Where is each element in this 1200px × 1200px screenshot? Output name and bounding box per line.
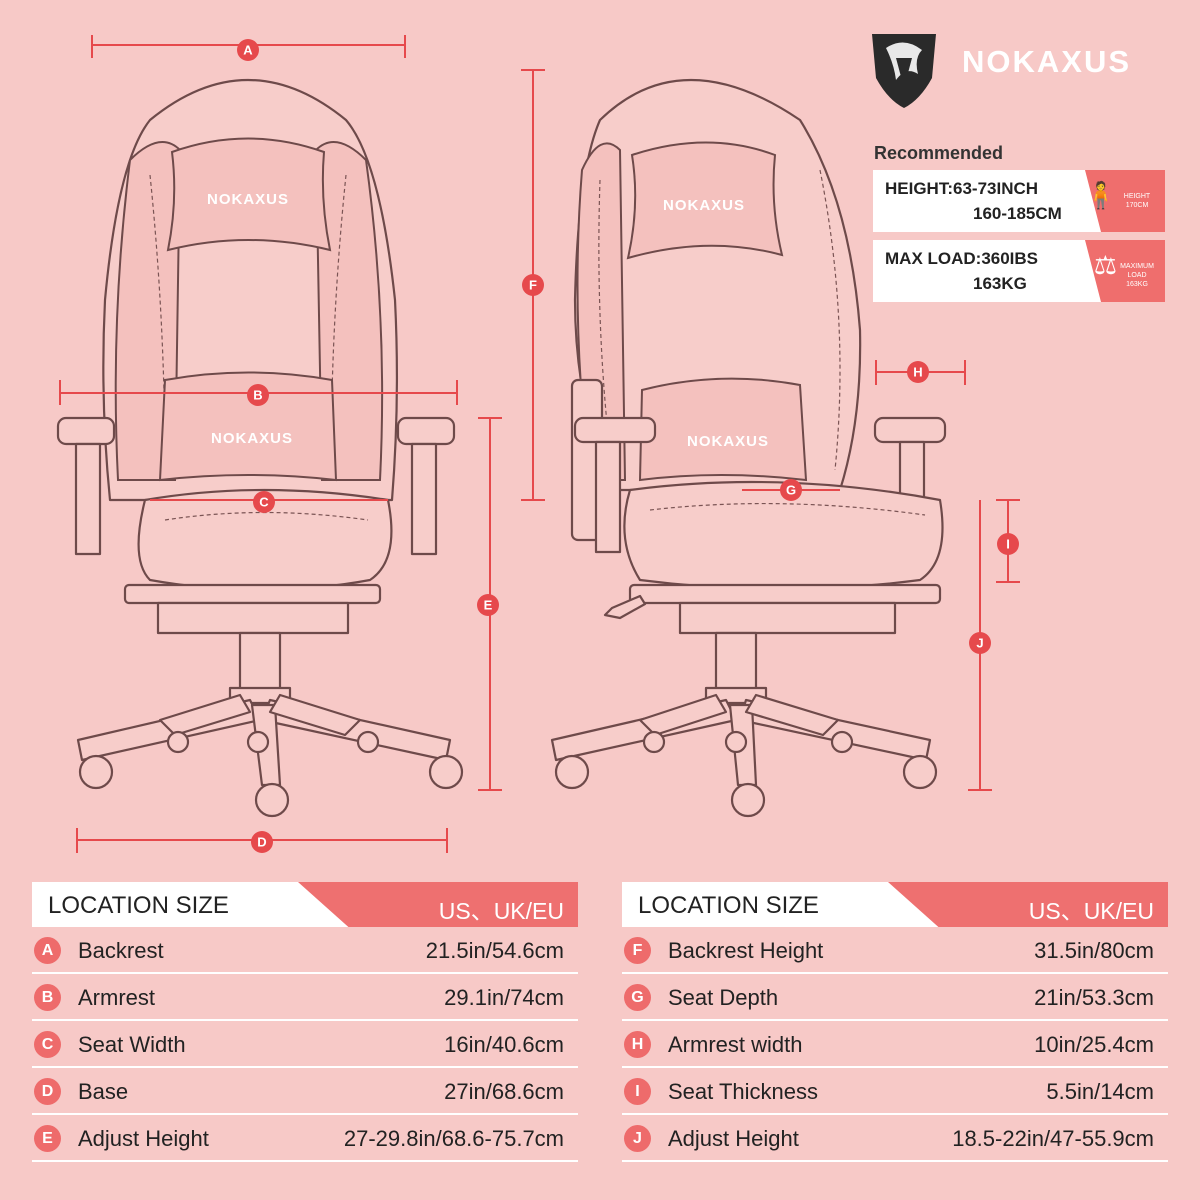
table-title: LOCATION SIZE — [638, 892, 819, 919]
row-label: Seat Width — [78, 1032, 186, 1057]
row-letter: C — [34, 1031, 61, 1058]
height-line2: 160-185CM — [973, 204, 1062, 223]
row-value: 18.5-22in/47-55.9cm — [952, 1126, 1154, 1151]
row-value: 16in/40.6cm — [444, 1032, 564, 1057]
table-row: J Adjust Height 18.5-22in/47-55.9cm — [622, 1115, 1168, 1162]
row-value: 29.1in/74cm — [444, 985, 564, 1010]
svg-text:A: A — [243, 43, 253, 58]
dim-marker-g: G — [780, 479, 802, 501]
row-label: Base — [78, 1079, 129, 1104]
table-row: H Armrest width 10in/25.4cm — [622, 1021, 1168, 1068]
lumbar-brand-text: NOKAXUS — [211, 430, 293, 447]
row-letter: B — [34, 984, 61, 1011]
dim-marker-d: D — [251, 831, 273, 853]
row-letter: F — [624, 937, 651, 964]
headrest-brand-text: NOKAXUS — [207, 191, 289, 208]
svg-text:C: C — [259, 495, 269, 510]
table-row: F Backrest Height 31.5in/80cm — [622, 927, 1168, 974]
side-headrest-brand-text: NOKAXUS — [663, 197, 745, 214]
row-letter: G — [624, 984, 651, 1011]
row-label: Armrest width — [668, 1032, 803, 1057]
load-badge-text: MAXIMUM LOAD 163KG — [1120, 263, 1154, 288]
size-table-right: LOCATION SIZE US、UK/EU F Backrest Height 3… — [622, 882, 1168, 1162]
dim-marker-f: F — [522, 274, 544, 296]
recommended-title: Recommended — [874, 143, 1004, 163]
svg-text:D: D — [257, 835, 266, 850]
row-letter: H — [624, 1031, 651, 1058]
row-letter: D — [34, 1078, 61, 1105]
height-line1: HEIGHT:63-73INCH — [885, 179, 1039, 198]
recommended-load-box: MAX LOAD:360IBS 163KG ⚖ MAXIMUM LOAD 163… — [873, 240, 1165, 302]
row-value: 10in/25.4cm — [1034, 1032, 1154, 1057]
size-table-left: LOCATION SIZE US、UK/EU A Backrest 21.5in/5… — [32, 882, 578, 1162]
row-label: Seat Thickness — [668, 1079, 819, 1104]
table-row: E Adjust Height 27-29.8in/68.6-75.7cm — [32, 1115, 578, 1162]
table-row: G Seat Depth 21in/53.3cm — [622, 974, 1168, 1021]
dim-marker-e: E — [477, 594, 499, 616]
region-badge: US、UK/EU — [298, 882, 578, 927]
dragon-shield-icon — [872, 34, 936, 108]
region-label: US、UK/EU — [1028, 898, 1154, 924]
dim-marker-j: J — [969, 632, 991, 654]
table-header: LOCATION SIZE US、UK/EU — [622, 882, 1168, 927]
svg-text:J: J — [976, 636, 983, 651]
height-badge: 🧍 HEIGHT 170CM — [1084, 170, 1165, 232]
row-label: Backrest — [78, 938, 164, 963]
row-letter: I — [624, 1078, 651, 1105]
svg-text:H: H — [913, 365, 922, 380]
row-label: Adjust Height — [78, 1126, 209, 1151]
load-line2: 163KG — [973, 274, 1027, 293]
load-line1: MAX LOAD:360IBS — [885, 249, 1039, 268]
dim-marker-i: I — [997, 533, 1019, 555]
row-value: 21in/53.3cm — [1034, 985, 1154, 1010]
row-letter: J — [624, 1125, 651, 1152]
region-badge: US、UK/EU — [888, 882, 1168, 927]
row-letter: E — [34, 1125, 61, 1152]
row-label: Seat Depth — [668, 985, 779, 1010]
row-value: 27in/68.6cm — [444, 1079, 564, 1104]
row-label: Adjust Height — [668, 1126, 799, 1151]
row-value: 27-29.8in/68.6-75.7cm — [343, 1126, 564, 1151]
dim-marker-b: B — [247, 384, 269, 406]
row-value: 21.5in/54.6cm — [425, 938, 564, 963]
recommended-height-box: HEIGHT:63-73INCH 160-185CM 🧍 HEIGHT 170C… — [873, 170, 1165, 232]
svg-text:G: G — [786, 483, 796, 498]
weight-icon: ⚖ — [1093, 250, 1117, 280]
person-height-icon: 🧍 — [1084, 180, 1117, 210]
front-chair: NOKAXUS NOKAXUS — [56, 78, 464, 818]
svg-text:F: F — [529, 278, 537, 293]
side-lumbar-brand-text: NOKAXUS — [687, 433, 769, 450]
table-title: LOCATION SIZE — [48, 892, 229, 919]
table-row: D Base 27in/68.6cm — [32, 1068, 578, 1115]
dim-marker-c: C — [253, 491, 275, 513]
row-label: Armrest — [78, 985, 155, 1010]
dim-marker-a: A — [237, 39, 259, 61]
table-row: B Armrest 29.1in/74cm — [32, 974, 578, 1021]
table-header: LOCATION SIZE US、UK/EU — [32, 882, 578, 927]
row-value: 5.5in/14cm — [1046, 1079, 1154, 1104]
dim-marker-h: H — [907, 361, 929, 383]
table-row: A Backrest 21.5in/54.6cm — [32, 927, 578, 974]
table-row: C Seat Width 16in/40.6cm — [32, 1021, 578, 1068]
height-badge-text: HEIGHT 170CM — [1123, 193, 1151, 209]
row-letter: A — [34, 937, 61, 964]
load-badge: ⚖ MAXIMUM LOAD 163KG — [1085, 240, 1165, 302]
side-chair: NOKAXUS NOKAXUS — [550, 78, 947, 818]
svg-text:E: E — [484, 598, 493, 613]
brand-name: NOKAXUS — [962, 44, 1132, 79]
region-label: US、UK/EU — [438, 898, 564, 924]
row-value: 31.5in/80cm — [1034, 938, 1154, 963]
row-label: Backrest Height — [668, 938, 824, 963]
svg-text:B: B — [253, 388, 262, 403]
svg-text:I: I — [1006, 537, 1010, 552]
table-row: I Seat Thickness 5.5in/14cm — [622, 1068, 1168, 1115]
